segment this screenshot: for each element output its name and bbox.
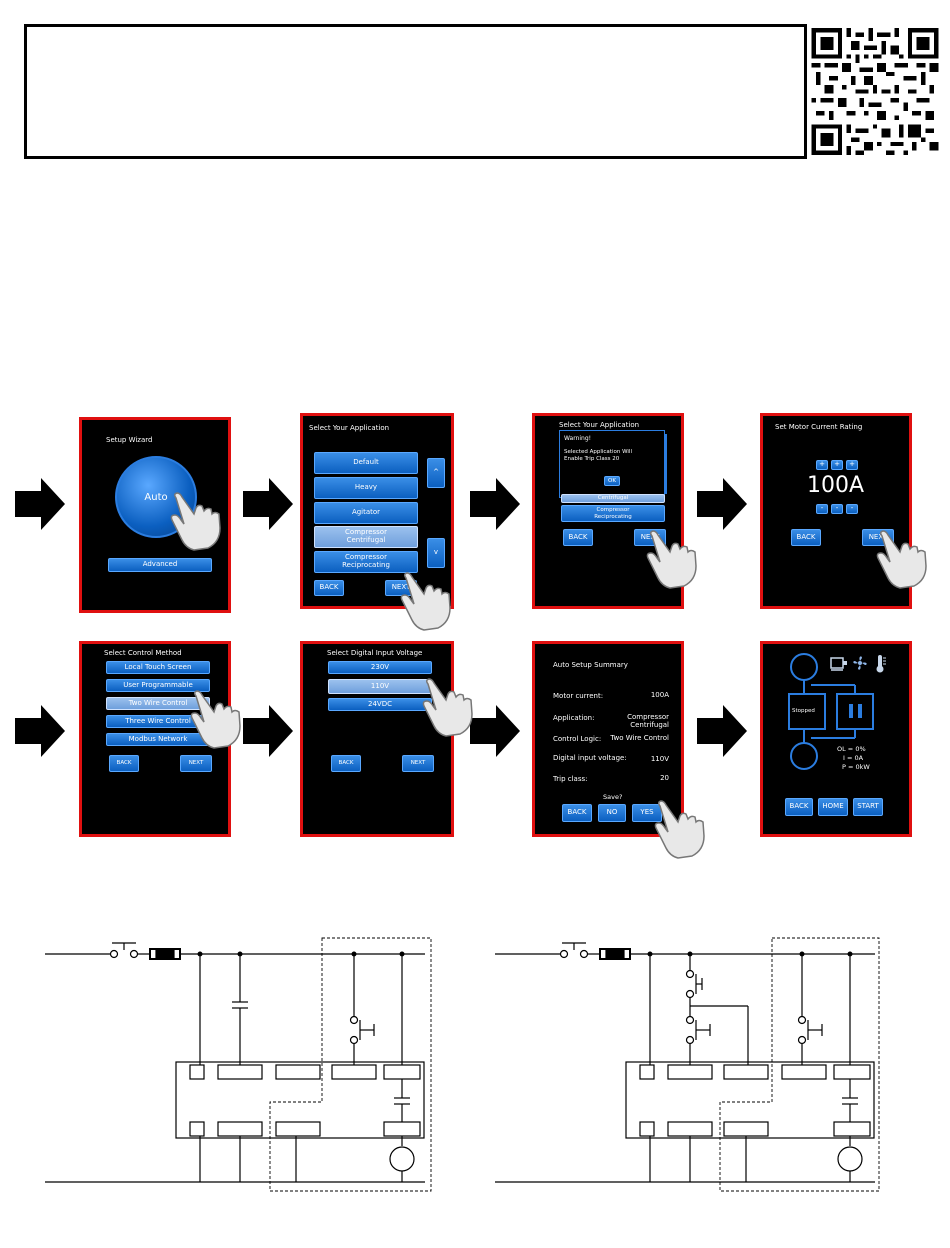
current-value: 100A xyxy=(807,473,865,498)
decrement-units-button[interactable]: - xyxy=(846,504,858,514)
arrow-right-icon xyxy=(470,705,520,757)
back-button[interactable]: BACK xyxy=(785,798,813,816)
no-button[interactable]: NO xyxy=(598,804,626,822)
screen-title: Set Motor Current Rating xyxy=(775,423,863,431)
summary-value: 110V xyxy=(650,755,669,763)
back-button[interactable]: BACK xyxy=(314,580,344,596)
back-button[interactable]: BACK xyxy=(331,755,361,772)
back-button[interactable]: BACK xyxy=(791,529,821,546)
scroll-down-button[interactable]: v xyxy=(427,538,445,568)
wiring-diagram-three-wire xyxy=(495,937,880,1192)
arrow-right-icon xyxy=(243,705,293,757)
control-item-local-touch[interactable]: Local Touch Screen xyxy=(106,661,210,674)
app-item-default[interactable]: Default xyxy=(314,452,418,474)
motor-icon xyxy=(830,657,847,671)
pointing-hand-icon xyxy=(646,530,697,589)
current-readout: I = 0A xyxy=(843,754,864,762)
app-item-reciprocating[interactable]: Compressor Reciprocating xyxy=(561,505,665,522)
summary-label: Motor current: xyxy=(553,692,604,700)
summary-value: 20 xyxy=(660,774,669,782)
list-edge xyxy=(665,434,667,494)
pointing-hand-icon xyxy=(876,530,927,589)
motor-status-diagram xyxy=(788,653,874,770)
screen-title: Select Your Application xyxy=(559,421,640,429)
screen-select-application: Select Your Application Default Heavy Ag… xyxy=(300,413,454,609)
screen-input-voltage: Select Digital Input Voltage 230V 110V 2… xyxy=(300,641,454,837)
screen-setup-wizard: Setup Wizard Auto Advanced xyxy=(79,417,231,613)
decrement-tens-button[interactable]: - xyxy=(831,504,843,514)
warning-dialog: Warning! Selected Application Will Enabl… xyxy=(559,430,665,498)
advanced-button[interactable]: Advanced xyxy=(108,558,212,572)
auto-button[interactable]: Auto xyxy=(115,456,197,538)
screen-title: Select Your Application xyxy=(309,424,390,432)
arrow-right-icon xyxy=(15,478,65,530)
pointing-hand-icon xyxy=(422,678,473,737)
arrow-right-icon xyxy=(15,705,65,757)
arrow-right-icon xyxy=(243,478,293,530)
arrow-right-icon xyxy=(697,705,747,757)
ok-button[interactable]: OK xyxy=(604,476,620,486)
control-item-two-wire[interactable]: Two Wire Control xyxy=(106,697,210,710)
summary-label: Application: xyxy=(553,714,595,722)
screen-title: Select Digital Input Voltage xyxy=(327,649,423,657)
screen-title: Setup Wizard xyxy=(106,436,153,444)
fan-icon xyxy=(853,656,867,670)
voltage-item-110v[interactable]: 110V xyxy=(328,679,432,694)
arrow-right-icon xyxy=(697,478,747,530)
pointing-hand-icon xyxy=(170,492,221,551)
power-readout: P = 0kW xyxy=(842,763,870,771)
control-item-modbus[interactable]: Modbus Network xyxy=(106,733,210,746)
increment-hundreds-button[interactable]: + xyxy=(816,460,828,470)
back-button[interactable]: BACK xyxy=(562,804,592,822)
summary-value: Compressor Centrifugal xyxy=(627,713,669,729)
summary-label: Control Logic: xyxy=(553,735,602,743)
increment-units-button[interactable]: + xyxy=(846,460,858,470)
screen-home: Stopped OL = 0% I = 0A P = 0kW BACK HOME… xyxy=(760,641,912,837)
app-item-agitator[interactable]: Agitator xyxy=(314,502,418,524)
pointing-hand-icon xyxy=(400,572,451,631)
back-button[interactable]: BACK xyxy=(563,529,593,546)
save-prompt: Save? xyxy=(603,793,623,801)
back-button[interactable]: BACK xyxy=(109,755,139,772)
app-item-centrifugal[interactable]: Centrifugal xyxy=(561,494,665,503)
app-item-compressor-centrifugal[interactable]: Compressor Centrifugal xyxy=(314,526,418,548)
control-item-three-wire[interactable]: Three Wire Control xyxy=(106,715,210,728)
qr-code xyxy=(804,24,943,159)
control-item-user-programmable[interactable]: User Programmable xyxy=(106,679,210,692)
increment-tens-button[interactable]: + xyxy=(831,460,843,470)
app-item-heavy[interactable]: Heavy xyxy=(314,477,418,499)
decrement-hundreds-button[interactable]: - xyxy=(816,504,828,514)
pointing-hand-icon xyxy=(654,800,705,859)
thermometer-icon xyxy=(876,655,886,673)
scroll-up-button[interactable]: ^ xyxy=(427,458,445,488)
wiring-diagram-two-wire xyxy=(45,937,432,1192)
voltage-item-24vdc[interactable]: 24VDC xyxy=(328,698,432,711)
summary-label: Digital input voltage: xyxy=(553,754,627,762)
auto-label: Auto xyxy=(144,491,168,503)
summary-label: Trip class: xyxy=(553,775,588,783)
start-button[interactable]: START xyxy=(853,798,883,816)
summary-value: Two Wire Control xyxy=(610,734,669,742)
app-item-compressor-reciprocating[interactable]: Compressor Reciprocating xyxy=(314,551,418,573)
next-button[interactable]: NEXT xyxy=(180,755,212,772)
screen-control-method: Select Control Method Local Touch Screen… xyxy=(79,641,231,837)
pointing-hand-icon xyxy=(190,690,241,749)
voltage-item-230v[interactable]: 230V xyxy=(328,661,432,674)
arrow-right-icon xyxy=(470,478,520,530)
dialog-title: Warning! xyxy=(564,435,592,442)
screen-title: Select Control Method xyxy=(104,649,182,657)
next-button[interactable]: NEXT xyxy=(402,755,434,772)
stopped-status: Stopped xyxy=(792,708,815,714)
ol-readout: OL = 0% xyxy=(837,745,866,753)
screen-title: Auto Setup Summary xyxy=(553,661,628,669)
dialog-text: Selected Application Will Enable Trip Cl… xyxy=(564,449,632,462)
summary-value: 100A xyxy=(650,691,669,699)
home-button[interactable]: HOME xyxy=(818,798,848,816)
